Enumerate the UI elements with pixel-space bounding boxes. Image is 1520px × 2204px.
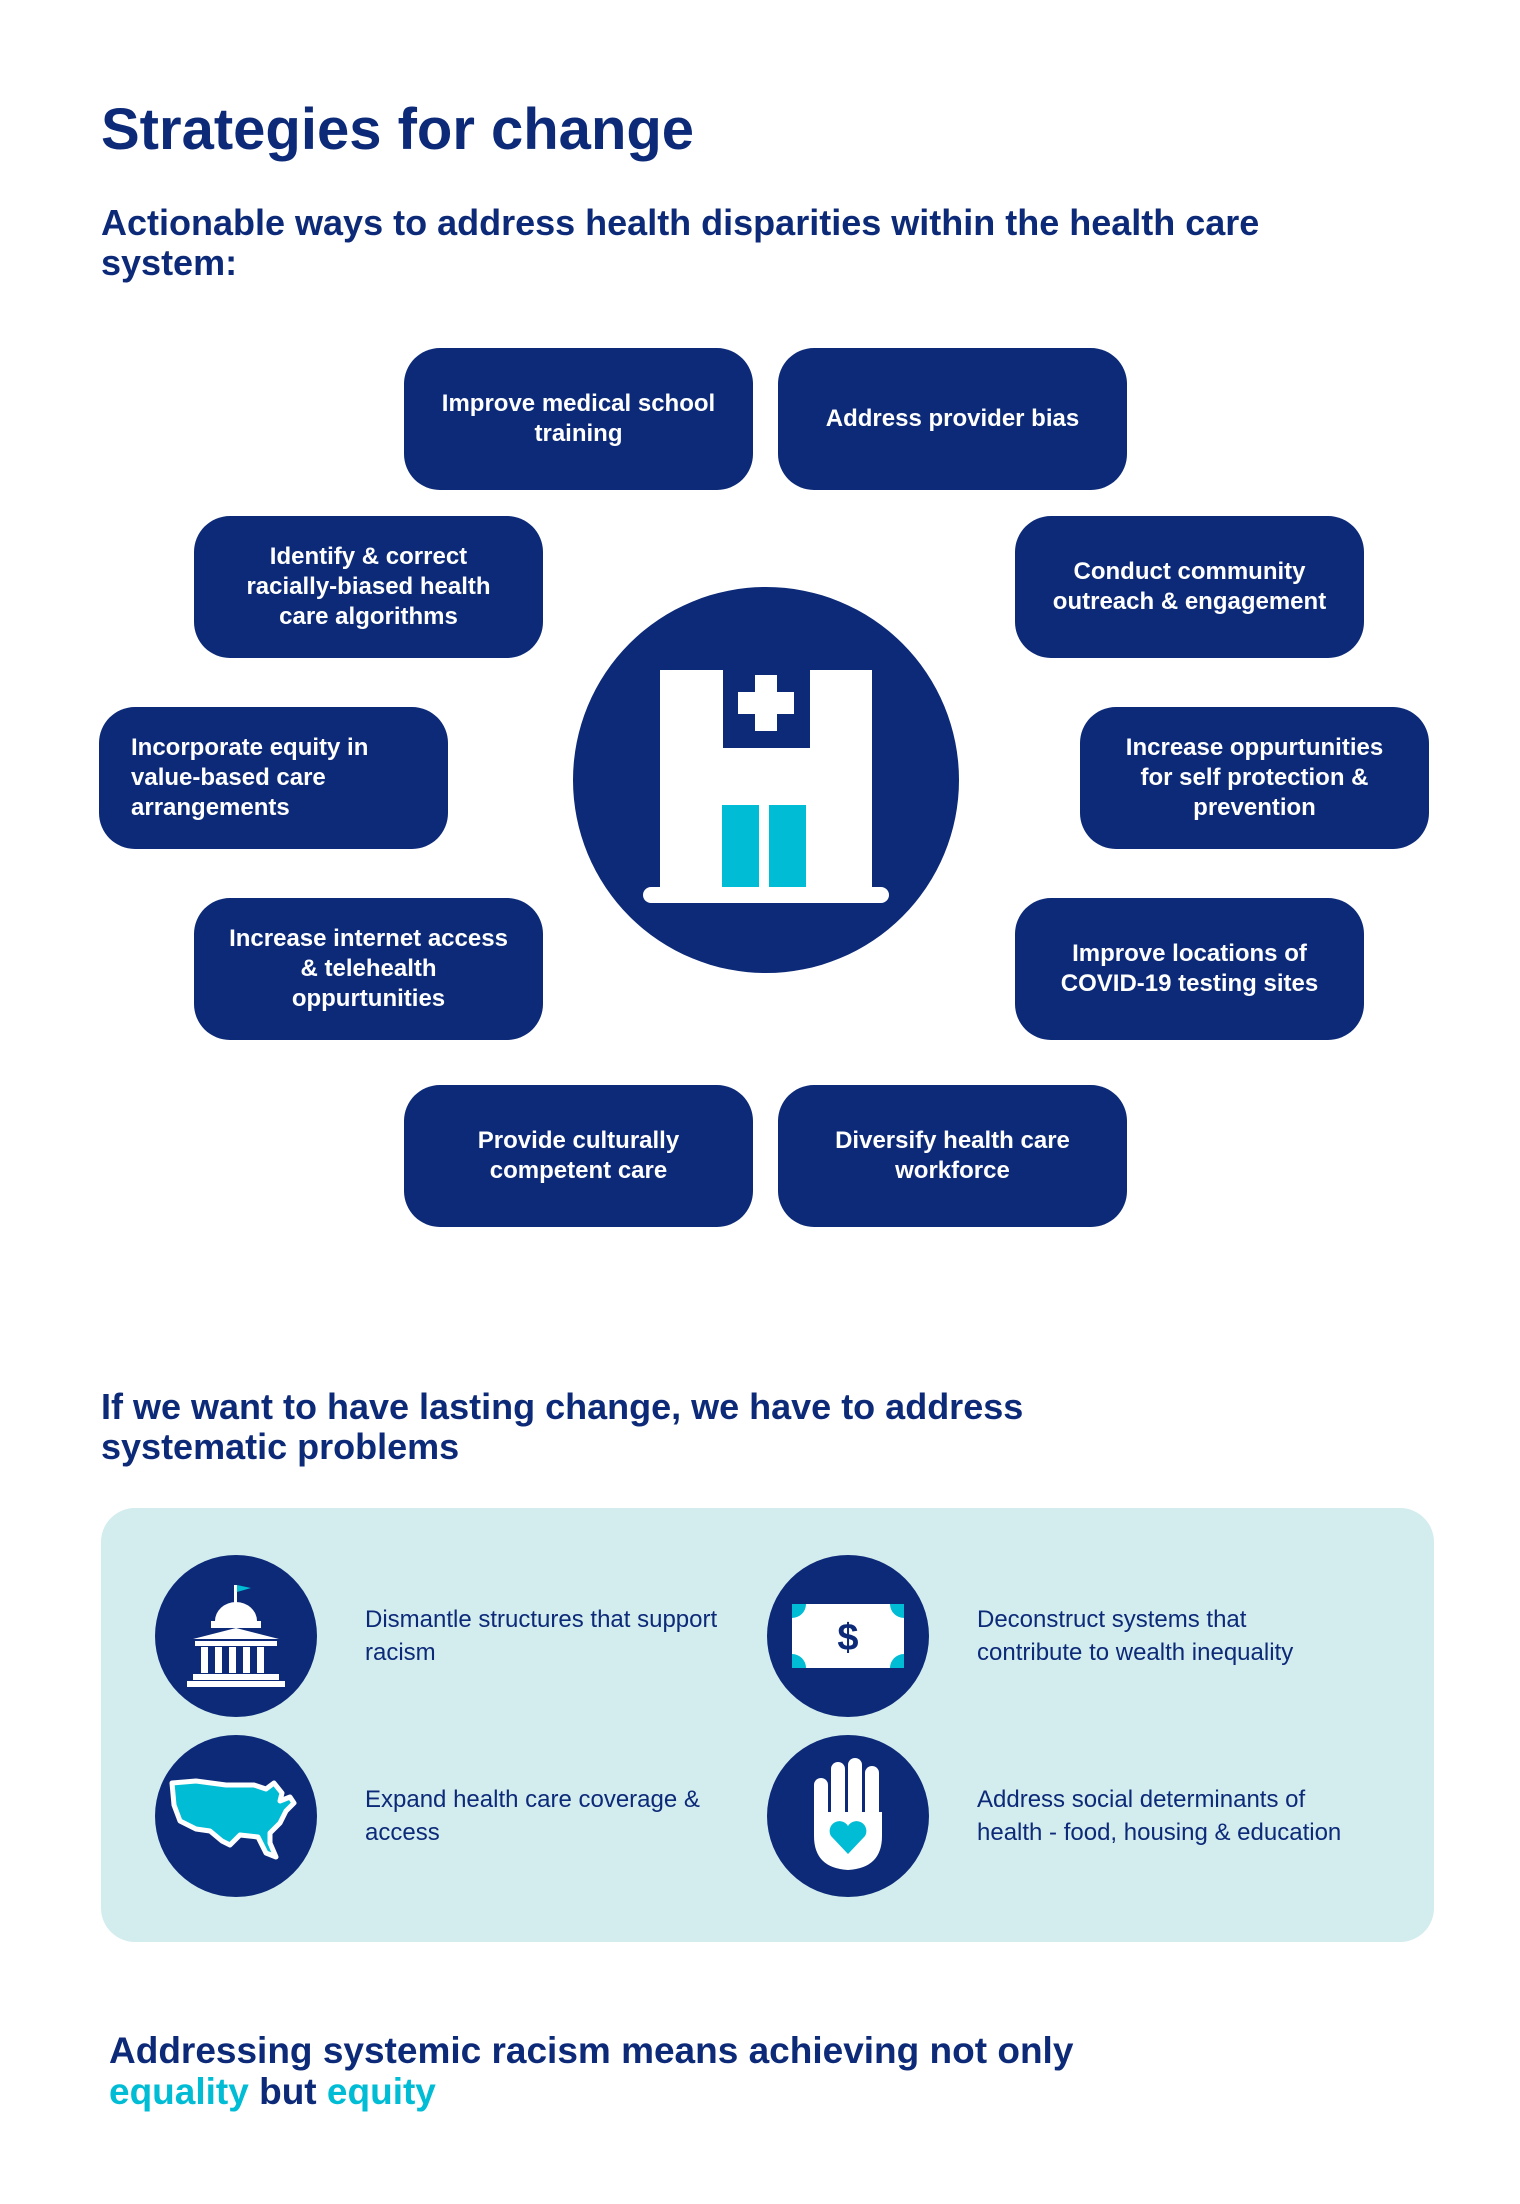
dollar-bill-icon: $ — [767, 1555, 929, 1717]
strategy-label: Increase internet access & telehealth op… — [229, 925, 508, 1012]
strategy-label: Incorporate equity in value-based care a… — [131, 734, 369, 821]
systemic-problems-panel: Dismantle structures that support racism… — [101, 1508, 1434, 1942]
strategy-pill-provider-bias: Address provider bias — [778, 348, 1127, 490]
item-dismantle-structures: Dismantle structures that support racism — [155, 1555, 745, 1717]
footer-equity: equity — [326, 2071, 436, 2112]
strategy-pill-telehealth: Increase internet access & telehealth op… — [194, 898, 543, 1040]
footer-but: but — [248, 2071, 327, 2112]
item-text: Deconstruct systems that contribute to w… — [977, 1606, 1294, 1666]
item-health-coverage: Expand health care coverage & access — [155, 1735, 745, 1897]
strategy-label: Conduct community outreach & engagement — [1052, 558, 1327, 615]
strategy-pill-diversify-workforce: Diversify health care workforce — [778, 1085, 1127, 1227]
footer-statement: Addressing systemic racism means achievi… — [109, 2030, 1409, 2112]
svg-text:$: $ — [837, 1617, 858, 1659]
item-text: Address social determinants of health - … — [977, 1786, 1342, 1846]
item-social-determinants: Address social determinants of health - … — [767, 1735, 1357, 1897]
strategy-pill-value-based-care: Incorporate equity in value-based care a… — [99, 707, 448, 849]
strategy-pill-algorithms: Identify & correct racially-biased healt… — [194, 516, 543, 658]
item-text: Expand health care coverage & access — [365, 1786, 700, 1846]
strategy-pill-community-outreach: Conduct community outreach & engagement — [1015, 516, 1364, 658]
strategy-label: Address provider bias — [825, 405, 1080, 432]
strategy-pill-testing-sites: Improve locations of COVID-19 testing si… — [1015, 898, 1364, 1040]
usa-map-icon — [155, 1735, 317, 1897]
strategy-label: Provide culturally competent care — [477, 1127, 680, 1184]
footer-line1: Addressing systemic racism means achievi… — [109, 2030, 1074, 2071]
strategy-label: Improve medical school training — [441, 390, 716, 447]
strategy-label: Improve locations of COVID-19 testing si… — [1060, 940, 1319, 997]
item-text: Dismantle structures that support racism — [365, 1606, 718, 1666]
hand-heart-icon — [767, 1735, 929, 1897]
strategy-label: Identify & correct racially-biased healt… — [246, 543, 491, 630]
strategy-label: Increase oppurtunities for self protecti… — [1125, 734, 1384, 821]
footer-equality: equality — [109, 2071, 249, 2112]
strategy-label: Diversify health care workforce — [835, 1127, 1070, 1184]
section-heading: If we want to have lasting change, we ha… — [101, 1386, 1024, 1467]
page-subtitle: Actionable ways to address health dispar… — [101, 202, 1260, 283]
hospital-icon — [573, 587, 959, 973]
strategy-pill-self-protection: Increase oppurtunities for self protecti… — [1080, 707, 1429, 849]
strategy-pill-medical-training: Improve medical school training — [404, 348, 753, 490]
strategy-pill-culturally-competent: Provide culturally competent care — [404, 1085, 753, 1227]
government-building-icon — [155, 1555, 317, 1717]
page-title: Strategies for change — [101, 97, 695, 162]
item-wealth-inequality: $ Deconstruct systems that contribute to… — [767, 1555, 1357, 1717]
